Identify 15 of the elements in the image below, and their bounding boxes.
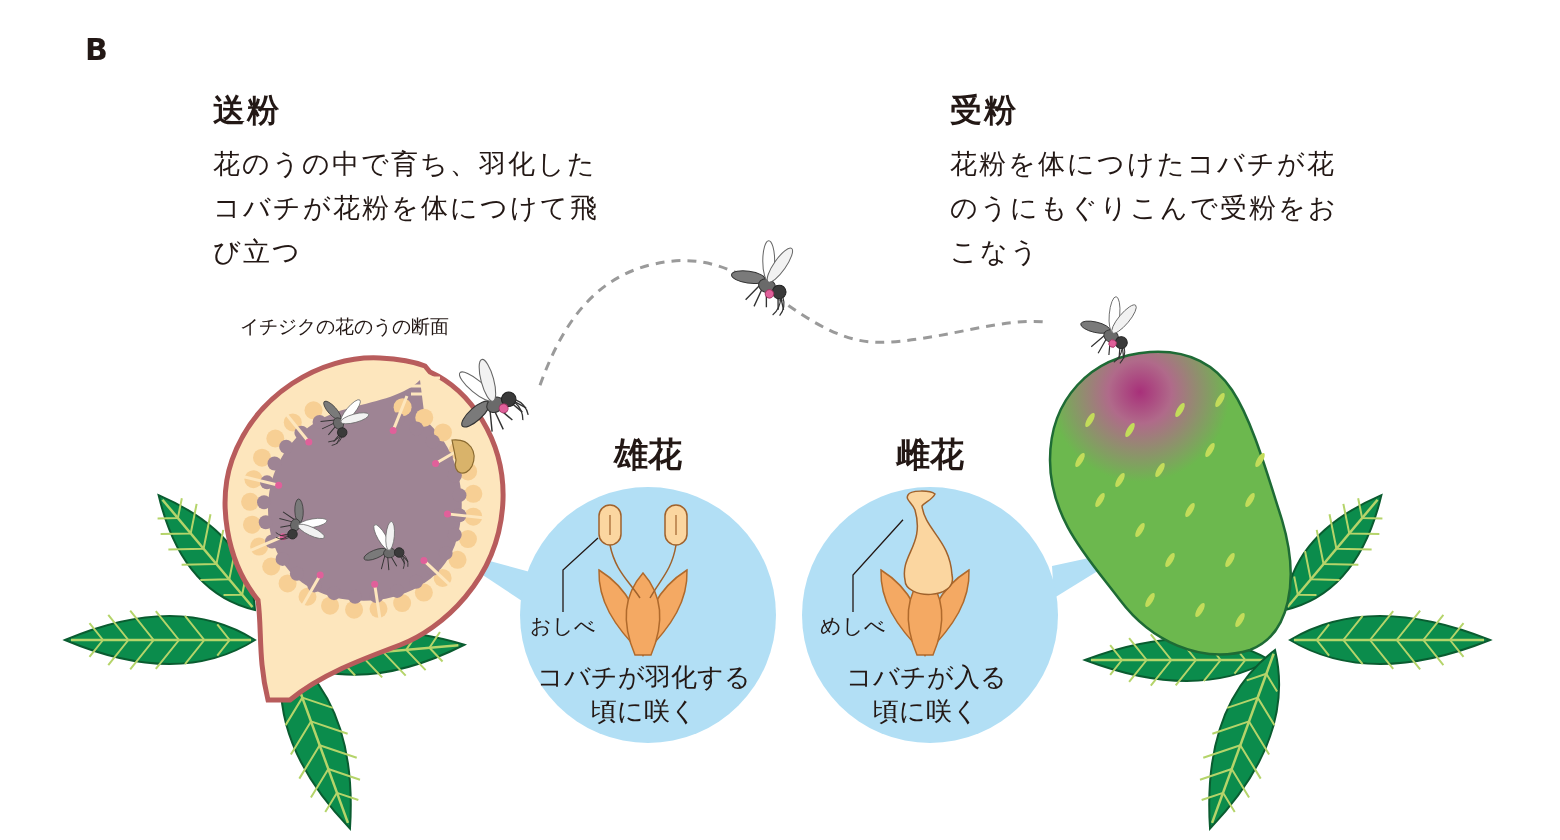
part-label: おしべ: [530, 613, 596, 640]
description-text: 花のうの中で育ち、羽化したコバチが花粉を体につけて飛び立つ: [213, 147, 600, 269]
caption-text: イチジクの花のうの断面: [240, 314, 449, 339]
caption-text: コバチが入る頃に咲く: [844, 661, 1008, 728]
heading-text: 受粉: [950, 90, 1019, 131]
heading-text: 雄花: [612, 433, 683, 476]
heading-text: 雌花: [894, 433, 965, 476]
panel-letter: B: [85, 31, 111, 69]
leader-line: [562, 537, 599, 613]
leader-line: [852, 519, 904, 613]
heading-text: 送粉: [213, 90, 282, 131]
flight-path: [538, 259, 1046, 386]
description-text: 花粉を体につけたコバチが花のうにもぐりこんで受粉をおこなう: [950, 147, 1339, 269]
part-label: めしべ: [820, 613, 886, 640]
caption-text: コバチが羽化する頃に咲く: [537, 661, 751, 728]
